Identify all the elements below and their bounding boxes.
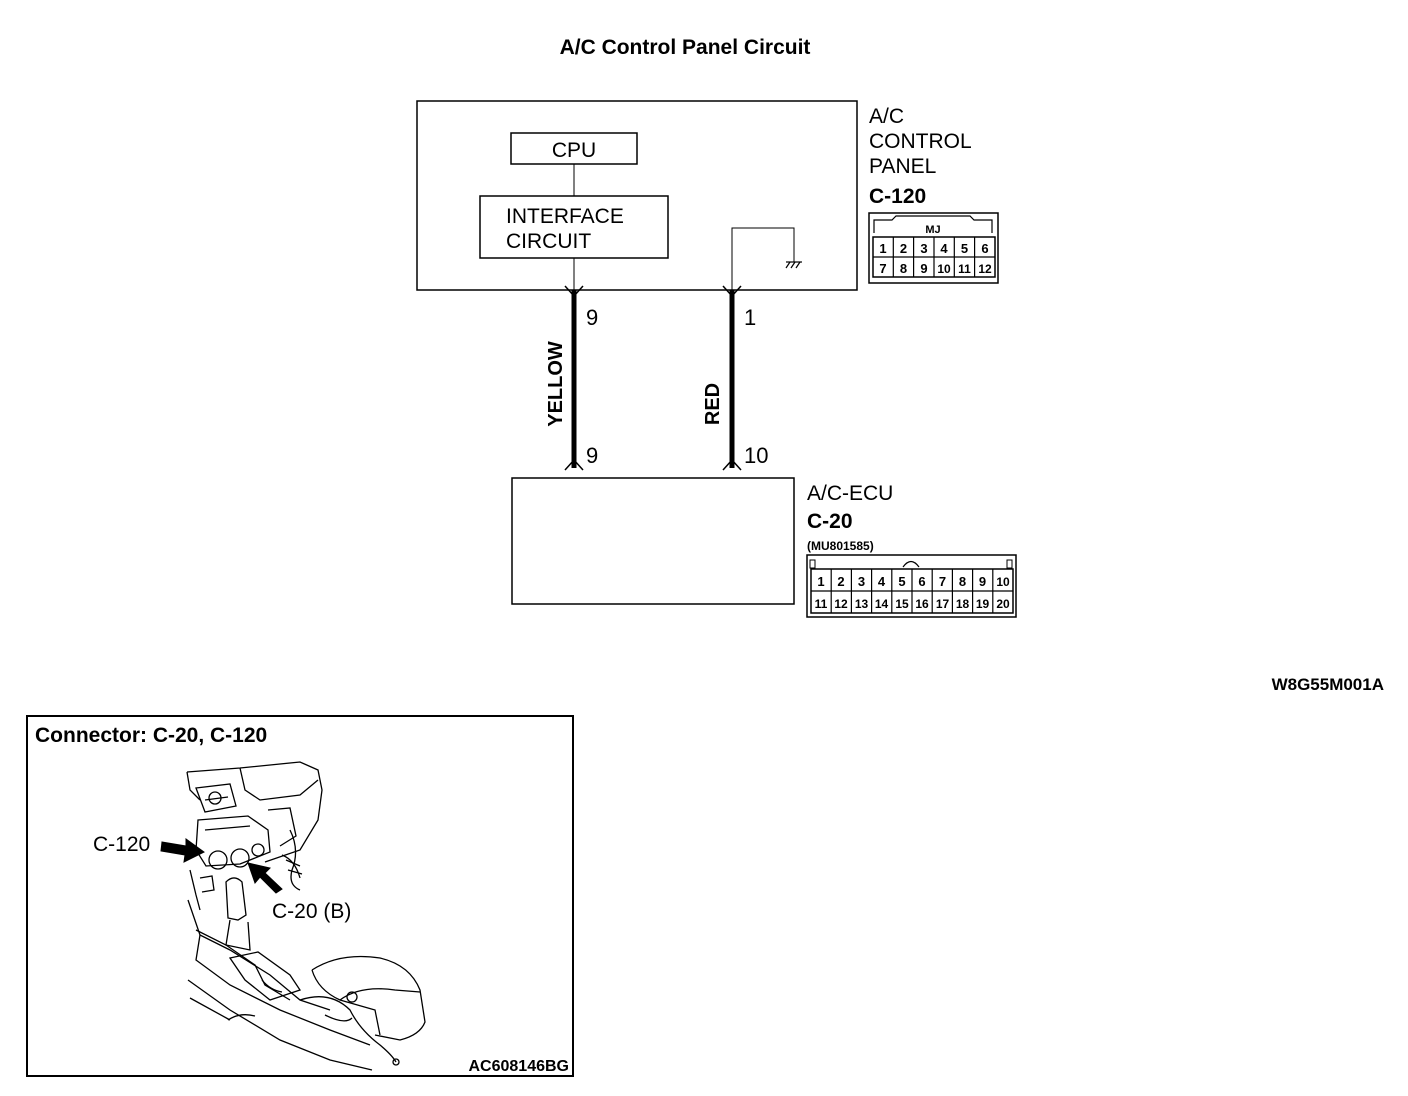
c120-pin: 5 <box>961 241 968 256</box>
c120-pin: 12 <box>978 262 992 276</box>
c20-pin: 1 <box>817 574 824 589</box>
callout-c20: C-20 (B) <box>272 900 351 923</box>
c20-pin: 8 <box>959 574 966 589</box>
wire-red: RED 1 10 <box>702 285 768 471</box>
wire-red-bottom-pin: 10 <box>744 443 768 468</box>
c20-pin: 15 <box>895 597 909 611</box>
c20-pin: 17 <box>936 597 950 611</box>
c20-pin: 13 <box>855 597 869 611</box>
c120-pin: 11 <box>958 262 971 276</box>
arrow-c20 <box>247 862 283 894</box>
inset-title: Connector: C-20, C-120 <box>35 724 267 747</box>
c120-pin: 6 <box>981 241 988 256</box>
arrow-c120 <box>160 838 205 863</box>
console-illustration <box>186 761 426 1071</box>
ground-symbol <box>785 261 802 269</box>
c20-pin: 5 <box>898 574 905 589</box>
ecu-part-number: (MU801585) <box>807 539 874 553</box>
c20-pin: 12 <box>834 597 848 611</box>
c20-pin: 20 <box>996 597 1010 611</box>
c120-pin: 9 <box>920 261 927 276</box>
c20-pin: 7 <box>939 574 946 589</box>
interface-label-line1: INTERFACE <box>506 205 624 228</box>
c120-pin: 8 <box>900 261 907 276</box>
c20-pin: 10 <box>996 575 1010 589</box>
wire-yellow: YELLOW 9 9 <box>545 285 598 471</box>
panel-name-line1: A/C <box>869 105 904 128</box>
panel-name-line2: CONTROL <box>869 130 972 153</box>
c120-pin: 3 <box>920 241 927 256</box>
ecu-connector-id: C-20 <box>807 510 853 533</box>
c120-code: MJ <box>925 224 940 236</box>
diagram-title: A/C Control Panel Circuit <box>560 36 811 59</box>
c120-pin: 10 <box>937 262 951 276</box>
wire-yellow-bottom-pin: 9 <box>586 443 598 468</box>
c20-pin: 9 <box>979 574 986 589</box>
ac-control-panel: CPU INTERFACE CIRCUIT <box>416 100 858 291</box>
interface-label-line2: CIRCUIT <box>506 230 591 253</box>
c20-pin: 2 <box>837 574 844 589</box>
connector-location-inset: Connector: C-20, C-120 <box>26 715 574 1077</box>
panel-name-line3: PANEL <box>869 155 936 178</box>
c120-pin: 1 <box>879 241 886 256</box>
panel-connector-id: C-120 <box>869 185 926 208</box>
c20-pin: 18 <box>956 597 970 611</box>
inset-code: AC608146BG <box>469 1058 570 1075</box>
ac-ecu-box <box>511 477 795 605</box>
ecu-name: A/C-ECU <box>807 482 893 505</box>
c120-pin: 2 <box>900 241 907 256</box>
diagram-code: W8G55M001A <box>1272 675 1384 694</box>
wire-yellow-top-pin: 9 <box>586 305 598 330</box>
callout-c120: C-120 <box>93 833 150 856</box>
wire-red-top-pin: 1 <box>744 305 756 330</box>
c20-pin: 19 <box>976 597 990 611</box>
c20-connector-face: 1 2 3 4 5 6 7 8 9 10 11 12 13 14 15 16 1… <box>806 554 1017 618</box>
c20-pin: 6 <box>918 574 925 589</box>
c20-pin: 14 <box>875 597 889 611</box>
wire-red-label: RED <box>702 383 724 425</box>
c20-pin: 11 <box>815 597 828 611</box>
c120-pin: 4 <box>940 241 948 256</box>
c120-pin: 7 <box>879 261 886 276</box>
cpu-label: CPU <box>552 139 596 162</box>
c120-connector-face: MJ 1 2 3 4 5 6 7 8 9 10 11 12 <box>868 212 999 284</box>
wire-yellow-label: YELLOW <box>545 341 567 427</box>
c20-pin: 3 <box>858 574 865 589</box>
c20-pin: 4 <box>878 574 886 589</box>
c20-pin: 16 <box>915 597 929 611</box>
